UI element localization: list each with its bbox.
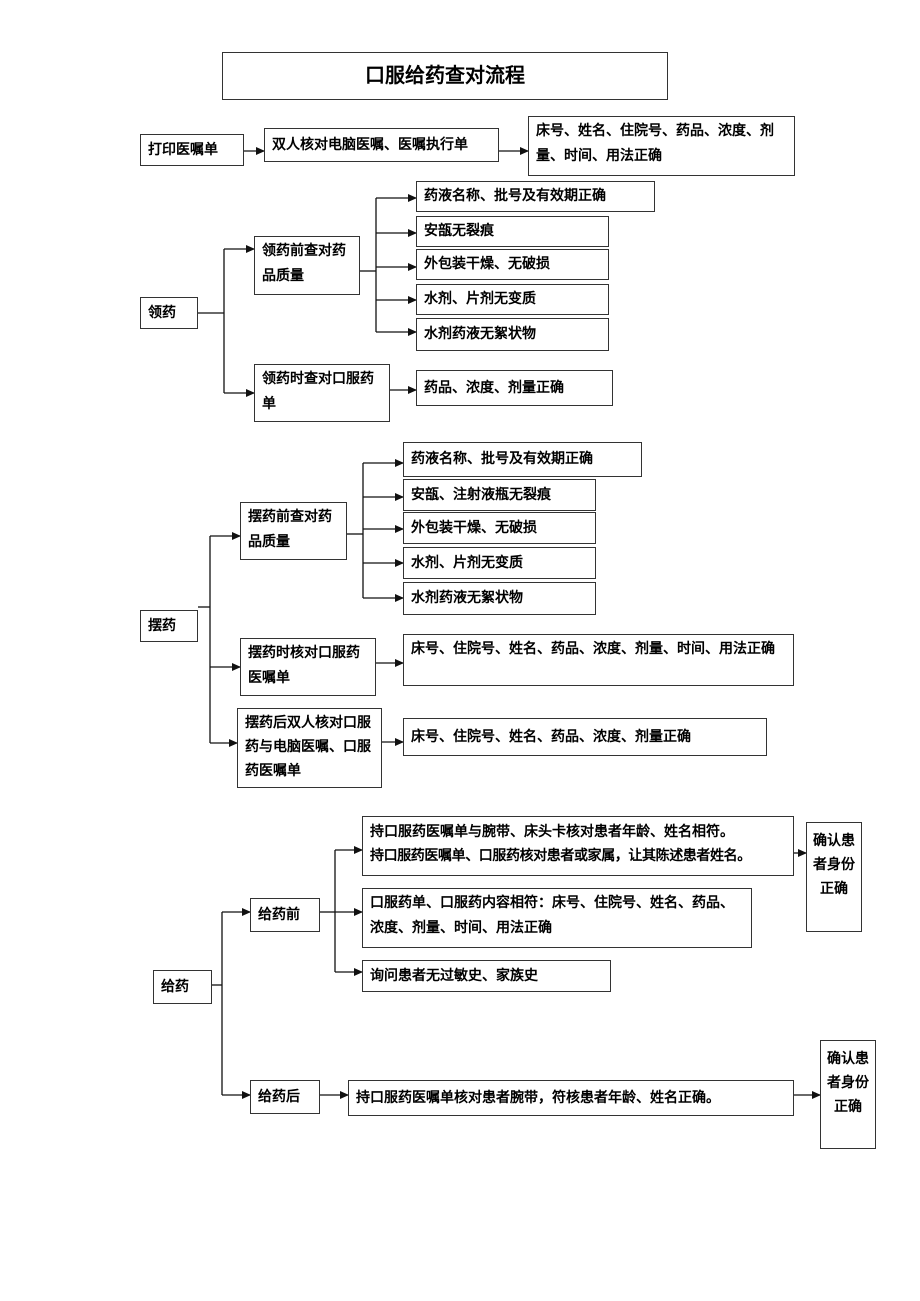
arrange-check-item: 水剂药液无絮状物 — [403, 582, 596, 615]
collect-check-item: 安瓿无裂痕 — [416, 216, 609, 247]
arrange-during-item: 床号、住院号、姓名、药品、浓度、剂量、时间、用法正确 — [403, 634, 794, 686]
give-before-line: 持口服药医嘱单、口服药核对患者或家属，让其陈述患者姓名。 — [370, 848, 751, 864]
collect-check-item: 水剂、片剂无变质 — [416, 284, 609, 315]
collect-before-node: 领药前查对药品质量 — [254, 236, 360, 295]
arrange-after-item: 床号、住院号、姓名、药品、浓度、剂量正确 — [403, 718, 767, 756]
arrange-check-item: 药液名称、批号及有效期正确 — [403, 442, 642, 477]
arrange-check-item: 外包装干燥、无破损 — [403, 512, 596, 544]
print-orders-node: 打印医嘱单 — [140, 134, 244, 166]
collect-during-item: 药品、浓度、剂量正确 — [416, 370, 613, 406]
confirm-identity-node: 确认患者身份正确 — [820, 1040, 876, 1149]
give-before-item: 询问患者无过敏史、家族史 — [362, 960, 611, 992]
collect-check-item: 外包装干燥、无破损 — [416, 249, 609, 280]
arrange-before-node: 摆药前查对药品质量 — [240, 502, 347, 560]
page-title: 口服给药查对流程 — [222, 52, 668, 100]
give-before-item: 持口服药医嘱单与腕带、床头卡核对患者年龄、姓名相符。 持口服药医嘱单、口服药核对… — [362, 816, 794, 876]
collect-check-item: 水剂药液无絮状物 — [416, 318, 609, 351]
give-after-item: 持口服药医嘱单核对患者腕带，符核患者年龄、姓名正确。 — [348, 1080, 794, 1116]
arrange-node: 摆药 — [140, 610, 198, 642]
give-before-line: 持口服药医嘱单与腕带、床头卡核对患者年龄、姓名相符。 — [370, 824, 734, 840]
collect-during-node: 领药时查对口服药单 — [254, 364, 390, 422]
give-after-node: 给药后 — [250, 1080, 320, 1114]
collect-check-item: 药液名称、批号及有效期正确 — [416, 181, 655, 212]
arrange-after-node: 摆药后双人核对口服药与电脑医嘱、口服药医嘱单 — [237, 708, 382, 788]
arrange-during-node: 摆药时核对口服药医嘱单 — [240, 638, 376, 696]
arrange-check-item: 安瓿、注射液瓶无裂痕 — [403, 479, 596, 511]
confirm-identity-node: 确认患者身份正确 — [806, 822, 862, 932]
arrange-check-item: 水剂、片剂无变质 — [403, 547, 596, 579]
print-check-result: 床号、姓名、住院号、药品、浓度、剂量、时间、用法正确 — [528, 116, 795, 176]
double-check-node: 双人核对电脑医嘱、医嘱执行单 — [264, 128, 499, 162]
collect-node: 领药 — [140, 297, 198, 329]
give-before-node: 给药前 — [250, 898, 320, 932]
give-node: 给药 — [153, 970, 212, 1004]
give-before-item: 口服药单、口服药内容相符：床号、住院号、姓名、药品、浓度、剂量、时间、用法正确 — [362, 888, 752, 948]
